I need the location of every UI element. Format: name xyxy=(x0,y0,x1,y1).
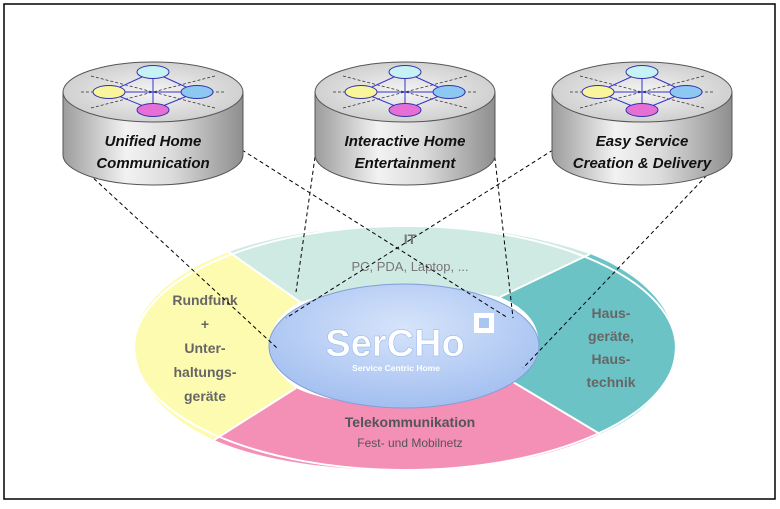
network-node xyxy=(625,103,659,117)
segment-haus xyxy=(500,254,675,434)
network-node xyxy=(669,85,703,99)
logo-square-inner xyxy=(479,318,489,328)
logo-tagline: Service Centric Home xyxy=(352,363,440,373)
cylinder-label-line1: Unified Home xyxy=(105,133,202,150)
network-node xyxy=(388,65,422,79)
haus-line1: Haus- xyxy=(592,305,631,321)
network-node xyxy=(388,103,422,117)
it-title: IT xyxy=(404,231,417,247)
cylinder-label-line1: Interactive Home xyxy=(345,133,466,150)
network-node xyxy=(180,85,214,99)
network-node xyxy=(92,85,126,99)
haus-line4: technik xyxy=(586,374,635,390)
haus-line2: geräte, xyxy=(588,328,634,344)
it-subtitle: PC, PDA, Laptop, ... xyxy=(351,259,468,274)
haus-line3: Haus- xyxy=(592,351,631,367)
rundfunk-line3: Unter- xyxy=(184,340,226,356)
network-node xyxy=(432,85,466,99)
rundfunk-line5: geräte xyxy=(184,388,226,404)
logo-text: SerCHo xyxy=(325,323,464,365)
network-node xyxy=(581,85,615,99)
cylinder-label-line2: Creation & Delivery xyxy=(573,155,712,172)
segment-it xyxy=(229,226,590,302)
network-node xyxy=(136,65,170,79)
telekom-subtitle: Fest- und Mobilnetz xyxy=(357,436,462,450)
segment-telekom xyxy=(214,382,600,470)
network-node xyxy=(136,103,170,117)
rundfunk-line2: + xyxy=(201,316,209,332)
rundfunk-line4: haltungs- xyxy=(174,364,237,380)
cylinder-label-line2: Communication xyxy=(96,155,209,172)
rundfunk-line1: Rundfunk xyxy=(172,292,238,308)
cylinder-label-line2: Entertainment xyxy=(355,155,457,172)
network-node xyxy=(344,85,378,99)
segment-rundfunk xyxy=(134,252,300,440)
projection-lines xyxy=(62,149,732,369)
telekom-title: Telekommunikation xyxy=(345,414,475,430)
network-node xyxy=(625,65,659,79)
domain-ring xyxy=(133,225,677,471)
center-ellipse xyxy=(268,283,540,409)
cylinder-label-line1: Easy Service xyxy=(596,133,689,150)
